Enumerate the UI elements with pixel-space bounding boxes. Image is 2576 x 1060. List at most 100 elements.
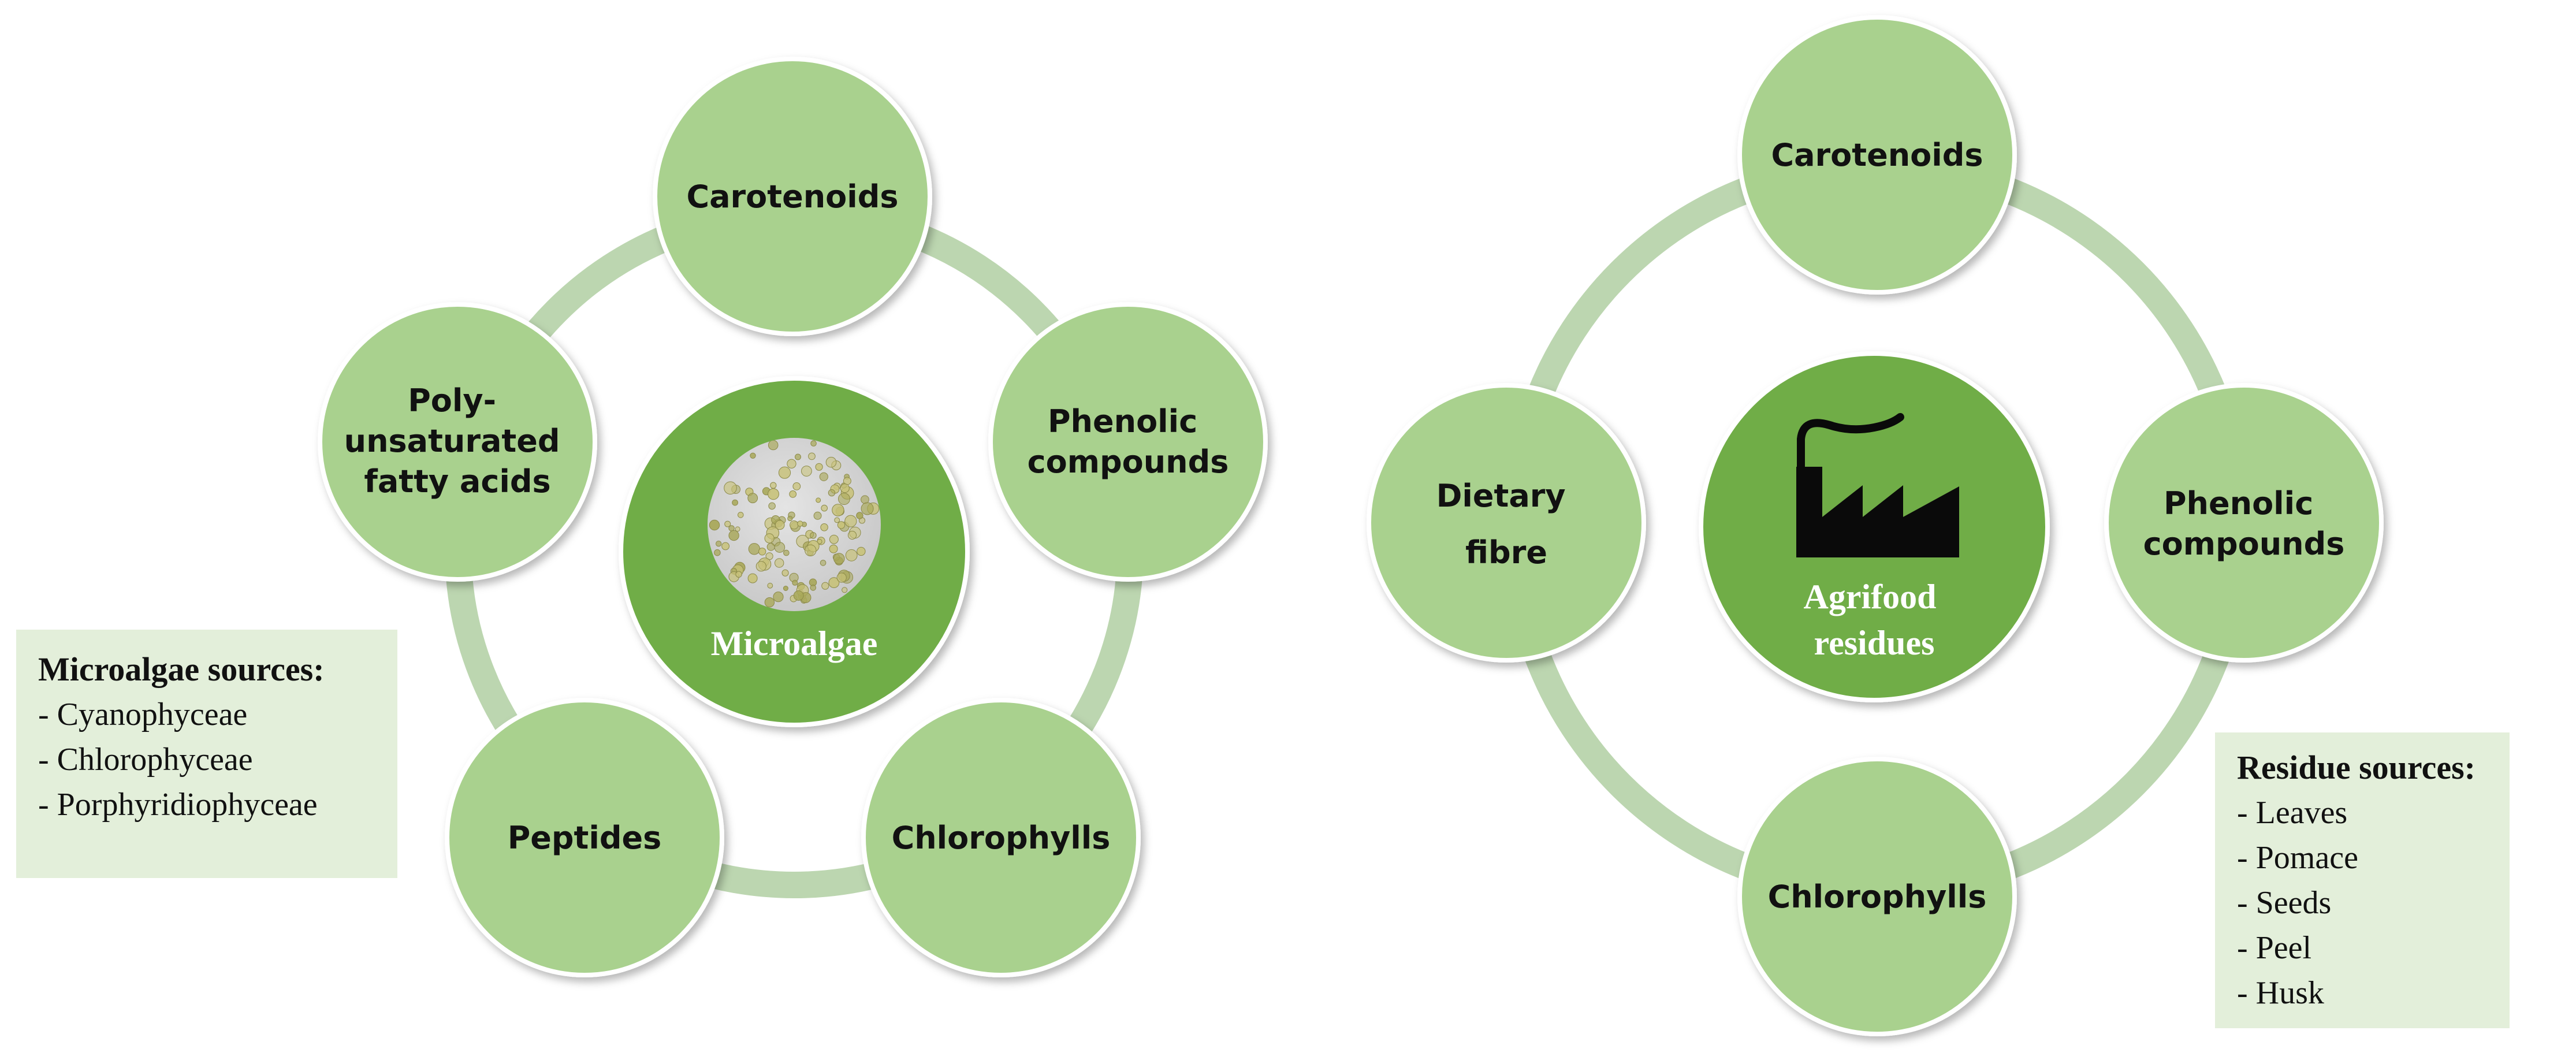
microalgae-cell bbox=[748, 543, 761, 555]
microalgae-cell bbox=[783, 586, 788, 591]
microalgae-cell bbox=[821, 504, 828, 512]
microalgae-cell bbox=[844, 515, 857, 527]
microalgae-cell bbox=[832, 504, 844, 516]
microalgae-cell bbox=[816, 497, 821, 503]
microalgae-cell bbox=[774, 542, 786, 553]
microalgae-cell bbox=[815, 463, 823, 471]
factory-icon bbox=[1796, 413, 1959, 557]
left-node-peptides: Peptides bbox=[445, 698, 724, 977]
microalgae-cell bbox=[766, 542, 775, 551]
left-node-carotenoids: Carotenoids bbox=[653, 57, 932, 336]
legend-item: - Seeds bbox=[2237, 885, 2332, 921]
microalgae-cell bbox=[834, 517, 840, 523]
microalgae-cell bbox=[768, 440, 779, 451]
microalgae-cell bbox=[735, 571, 742, 578]
legend-item: - Porphyridiophyceae bbox=[38, 787, 318, 823]
microalgae-cell bbox=[793, 590, 804, 601]
microalgae-cell bbox=[805, 544, 817, 556]
left-hub-label: Microalgae bbox=[711, 624, 878, 663]
microalgae-cell bbox=[845, 549, 858, 561]
microalgae-cell bbox=[768, 488, 779, 500]
microalgae-cell bbox=[764, 533, 775, 544]
right-node-phenolic-compounds-label: Phenolic compounds bbox=[2143, 485, 2345, 562]
left-node-pufa-label: Poly- unsaturated fatty acids bbox=[344, 382, 571, 500]
microalgae-cell bbox=[821, 582, 829, 590]
microalgae-cell bbox=[813, 511, 822, 520]
right-node-phenolic-compounds: Phenolic compounds bbox=[2104, 383, 2384, 663]
microalgae-cell bbox=[738, 512, 744, 518]
microalgae-cell bbox=[735, 526, 740, 532]
left-node-pufa: Poly- unsaturated fatty acids bbox=[318, 302, 597, 582]
microalgae-cell bbox=[787, 515, 793, 522]
microalgae-cell bbox=[856, 512, 863, 519]
microalgae-cell bbox=[810, 585, 817, 591]
legend-item: - Peel bbox=[2237, 930, 2312, 966]
microalgae-cell bbox=[732, 499, 738, 506]
microalgae-cell bbox=[861, 502, 874, 515]
microalgae-cell bbox=[819, 472, 828, 481]
microalgae-cell bbox=[775, 558, 784, 568]
microalgae-cell bbox=[836, 572, 847, 583]
microalgae-cell bbox=[767, 582, 773, 589]
microalgae-cell bbox=[828, 489, 836, 497]
left-node-peptides-label: Peptides bbox=[508, 820, 662, 856]
left-hub: Microalgae bbox=[619, 376, 970, 727]
microalgae-cell bbox=[716, 541, 722, 547]
right-hub-label: Agrifood residues bbox=[1804, 578, 1945, 662]
microalgae-cell bbox=[764, 597, 775, 608]
microalgae-cell bbox=[758, 548, 766, 556]
microalgae-cell bbox=[857, 546, 866, 556]
microalgae-cell bbox=[801, 466, 812, 477]
microalgae-cell bbox=[792, 579, 798, 586]
legend-item: - Leaves bbox=[2237, 795, 2348, 831]
legend-item: - Pomace bbox=[2237, 840, 2358, 876]
right-node-chlorophylls-label: Chlorophylls bbox=[1768, 879, 1987, 915]
microalgae-cell bbox=[728, 530, 739, 541]
microalgae-sources-legend: Microalgae sources: - Cyanophyceae - Chl… bbox=[16, 630, 397, 878]
microalgae-cell bbox=[778, 466, 791, 479]
microalgae-cell bbox=[783, 549, 790, 556]
microalgae-micrograph-icon bbox=[708, 438, 881, 611]
microalgae-cell bbox=[810, 440, 817, 447]
microalgae-cell bbox=[820, 523, 828, 531]
microalgae-cell bbox=[750, 452, 756, 459]
legend-item: - Chlorophyceae bbox=[38, 742, 253, 778]
left-node-chlorophylls-label: Chlorophylls bbox=[892, 820, 1111, 856]
microalgae-cell bbox=[747, 493, 758, 504]
legend-item: - Cyanophyceae bbox=[38, 697, 248, 732]
microalgae-cell bbox=[847, 530, 857, 540]
microalgae-cell bbox=[810, 532, 817, 539]
microalgae-cell bbox=[790, 520, 799, 530]
right-node-carotenoids-label: Carotenoids bbox=[1771, 137, 1983, 173]
microalgae-cell bbox=[797, 520, 803, 527]
microalgae-cell bbox=[773, 592, 784, 602]
microalgae-cell bbox=[770, 482, 777, 489]
microalgae-cell bbox=[840, 483, 850, 493]
microalgae-cell bbox=[838, 493, 850, 505]
left-node-carotenoids-label: Carotenoids bbox=[686, 178, 898, 215]
microalgae-cell bbox=[787, 459, 796, 468]
microalgae-cell bbox=[808, 452, 816, 460]
microalgae-cell bbox=[781, 569, 789, 577]
microalgae-cell bbox=[833, 553, 845, 564]
microalgae-cell bbox=[714, 549, 721, 556]
left-node-chlorophylls: Chlorophylls bbox=[861, 698, 1141, 977]
microalgae-cell bbox=[829, 534, 839, 544]
left-node-phenolic-compounds-label: Phenolic compounds bbox=[1028, 403, 1229, 480]
microalgae-cell bbox=[825, 456, 837, 468]
microalgae-sources-title: Microalgae sources: bbox=[38, 650, 325, 688]
legend-item: - Husk bbox=[2237, 975, 2324, 1011]
microalgae-cell bbox=[842, 587, 848, 593]
right-cycle: Agrifood residues Carotenoids Phenolic c… bbox=[1367, 15, 2384, 1036]
microalgae-cell bbox=[789, 490, 797, 498]
right-node-dietary-fibre-label: Dietary fibre bbox=[1436, 478, 1577, 571]
microalgae-cell bbox=[747, 573, 758, 583]
left-node-phenolic-compounds: Phenolic compounds bbox=[988, 302, 1268, 582]
right-node-chlorophylls: Chlorophylls bbox=[1737, 757, 2017, 1036]
microalgae-cell bbox=[709, 519, 720, 531]
microalgae-cell bbox=[792, 482, 801, 490]
microalgae-cell bbox=[820, 560, 827, 566]
microalgae-cell bbox=[795, 453, 801, 460]
right-node-dietary-fibre: Dietary fibre bbox=[1367, 383, 1646, 663]
